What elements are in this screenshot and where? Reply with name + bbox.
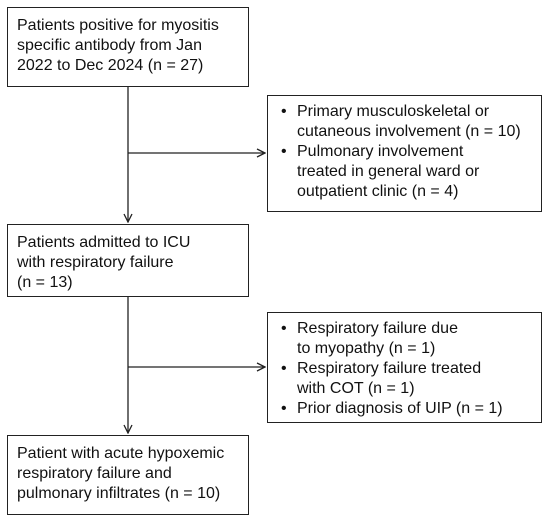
item-text-line: with COT (n = 1): [297, 380, 415, 397]
exclusion-item: • Primary musculoskeletal or cutaneous i…: [268, 102, 533, 142]
exclusion-box-2: • Respiratory failure due to myopathy (n…: [267, 312, 542, 423]
box-text-line: Patients positive for myositis: [17, 17, 219, 34]
item-text-line: Primary musculoskeletal or: [297, 103, 490, 120]
item-text-line: treated in general ward or: [297, 163, 480, 180]
box-text-line: (n = 13): [17, 274, 73, 291]
exclusion-box-1: • Primary musculoskeletal or cutaneous i…: [267, 95, 542, 212]
box-text-line: respiratory failure and: [17, 465, 172, 482]
box-final-cohort: Patient with acute hypoxemic respiratory…: [7, 435, 249, 515]
item-text-line: Respiratory failure treated: [297, 360, 482, 377]
box-text-line: specific antibody from Jan: [17, 37, 202, 54]
item-text-line: to myopathy (n = 1): [297, 340, 436, 357]
bullet-icon: •: [281, 143, 287, 160]
box-text-line: with respiratory failure: [17, 254, 174, 271]
bullet-icon: •: [281, 103, 287, 120]
box-positive-antibody: Patients positive for myositis specific …: [7, 7, 249, 87]
box-text-line: Patients admitted to ICU: [17, 234, 191, 251]
item-text-line: Respiratory failure due: [297, 320, 458, 337]
bullet-icon: •: [281, 360, 287, 377]
box-icu-admission: Patients admitted to ICU with respirator…: [7, 224, 249, 297]
item-text-line: cutaneous involvement (n = 10): [297, 123, 521, 140]
bullet-icon: •: [281, 320, 287, 337]
box-text-line: Patient with acute hypoxemic: [17, 445, 225, 462]
exclusion-item: • Respiratory failure due to myopathy (n…: [268, 319, 533, 359]
exclusion-list: • Primary musculoskeletal or cutaneous i…: [268, 102, 533, 202]
bullet-icon: •: [281, 400, 287, 417]
item-text-line: Prior diagnosis of UIP (n = 1): [297, 400, 503, 417]
box-text-line: 2022 to Dec 2024 (n = 27): [17, 57, 204, 74]
exclusion-list: • Respiratory failure due to myopathy (n…: [268, 319, 533, 419]
exclusion-item: • Pulmonary involvement treated in gener…: [268, 142, 533, 202]
exclusion-item: • Respiratory failure treated with COT (…: [268, 359, 533, 399]
box-text-line: pulmonary infiltrates (n = 10): [17, 485, 221, 502]
exclusion-item: • Prior diagnosis of UIP (n = 1): [268, 399, 533, 419]
item-text-line: Pulmonary involvement: [297, 143, 464, 160]
item-text-line: outpatient clinic (n = 4): [297, 183, 459, 200]
